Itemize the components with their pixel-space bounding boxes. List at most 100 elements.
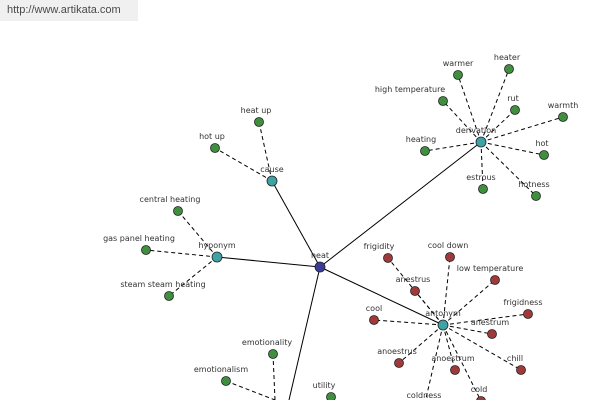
edge-derivation-rut: [480, 109, 516, 143]
node-label-gas-panel-heating: gas panel heating: [103, 234, 175, 243]
node-derivation[interactable]: [475, 136, 487, 148]
edge-derivation-heater: [480, 68, 510, 143]
node-label-coldness: coldness: [407, 391, 442, 400]
node-label-estrous: estrous: [466, 173, 495, 182]
graph-edges: [145, 68, 564, 400]
node-label-emotionality: emotionality: [242, 338, 292, 347]
node-label-warmth: warmth: [548, 101, 579, 110]
node-label-anoestrus: anoestrus: [377, 347, 417, 356]
node-anoestrus[interactable]: [394, 358, 404, 368]
node-label-antonym: antonym: [425, 309, 461, 318]
node-label-anestrum-1: anestrum: [471, 318, 510, 327]
edge-offscreen-emotionality: [272, 353, 276, 400]
node-label-hyponym: hyponym: [198, 241, 236, 250]
node-heat[interactable]: [314, 261, 326, 273]
node-steam-heating[interactable]: [164, 291, 174, 301]
node-label-emotionalism: emotionalism: [194, 365, 248, 374]
edge-derivation-warmth: [480, 116, 564, 143]
edge-antonym-anestrus-1: [414, 290, 444, 326]
edge-antonym-chill: [442, 324, 522, 371]
node-hotness[interactable]: [531, 191, 541, 201]
edge-hyponym-gas-panel-heating: [145, 249, 218, 258]
edge-derivation-heating: [424, 141, 482, 152]
node-anestrum-1[interactable]: [487, 329, 497, 339]
node-heating[interactable]: [420, 146, 430, 156]
edge-antonym-cool: [373, 319, 444, 326]
edge-cause-hot-up: [214, 147, 273, 182]
edge-antonym-coldness: [425, 324, 444, 400]
edge-heat-cause: [271, 180, 321, 268]
edge-heat-antonym: [319, 266, 444, 326]
node-label-cool-down: cool down: [428, 241, 469, 250]
node-label-derivation: derivation: [456, 126, 496, 135]
edge-derivation-hotness: [480, 141, 537, 197]
node-gas-panel-heating[interactable]: [141, 245, 151, 255]
node-utility[interactable]: [326, 392, 336, 400]
edge-heat-derivation: [319, 141, 482, 268]
node-frigidness[interactable]: [523, 309, 533, 319]
node-label-anestrus-1: anestrus: [396, 275, 431, 284]
node-label-utility: utility: [313, 381, 336, 390]
node-cool-down[interactable]: [445, 252, 455, 262]
node-label-heat: heat: [311, 251, 329, 260]
node-label-frigidity: frigidity: [364, 242, 395, 251]
node-cold[interactable]: [476, 396, 486, 400]
node-anoestrum[interactable]: [450, 365, 460, 375]
node-low-temperature[interactable]: [490, 275, 500, 285]
node-label-hotness: hotness: [518, 180, 549, 189]
node-hot[interactable]: [539, 150, 549, 160]
node-estrous[interactable]: [478, 184, 488, 194]
edge-antonym-anestrum-1: [442, 324, 493, 335]
node-warmth[interactable]: [558, 112, 568, 122]
edge-derivation-warmer: [457, 74, 482, 143]
node-label-hot: hot: [535, 139, 548, 148]
node-hyponym[interactable]: [211, 251, 223, 263]
node-label-heating: heating: [406, 135, 436, 144]
node-antonym[interactable]: [437, 319, 449, 331]
edge-hyponym-central-heating: [177, 210, 218, 258]
node-label-hot-up: hot up: [199, 132, 225, 141]
edge-cause-heat-up: [258, 121, 273, 182]
node-label-heater: heater: [494, 53, 521, 62]
node-emotionalism[interactable]: [221, 376, 231, 386]
node-label-high-temperature: high temperature: [375, 85, 445, 94]
node-warmer[interactable]: [453, 70, 463, 80]
node-frigidity[interactable]: [383, 253, 393, 263]
edge-antonym-cold: [442, 324, 482, 400]
node-anestrus-1[interactable]: [410, 286, 420, 296]
node-label-low-temperature: low temperature: [457, 264, 524, 273]
node-label-cool: cool: [366, 304, 382, 313]
node-hot-up[interactable]: [210, 143, 220, 153]
node-label-steam-heating: steam steam heating: [120, 280, 205, 289]
edge-offscreen-emotionalism: [225, 380, 276, 400]
edge-heat-offscreen: [288, 266, 321, 400]
node-rut[interactable]: [510, 105, 520, 115]
node-central-heating[interactable]: [173, 206, 183, 216]
node-cause[interactable]: [266, 175, 278, 187]
edge-hyponym-steam-heating: [168, 256, 218, 297]
node-heat-up[interactable]: [254, 117, 264, 127]
node-label-chill: chill: [507, 354, 523, 363]
edge-antonym-anoestrus: [398, 324, 444, 364]
node-heater[interactable]: [504, 64, 514, 74]
node-label-cold: cold: [471, 385, 488, 394]
edge-derivation-high-temperature: [442, 100, 482, 143]
node-label-cause: cause: [260, 165, 284, 174]
edge-derivation-estrous: [480, 141, 484, 190]
edge-derivation-hot: [480, 141, 545, 156]
node-high-temperature[interactable]: [438, 96, 448, 106]
node-chill[interactable]: [516, 365, 526, 375]
node-label-heat-up: heat up: [241, 106, 272, 115]
node-label-anoestrum: anoestrum: [431, 354, 474, 363]
node-label-warmer: warmer: [443, 59, 474, 68]
node-cool[interactable]: [369, 315, 379, 325]
source-url-banner[interactable]: http://www.artikata.com: [0, 0, 138, 21]
node-emotionality[interactable]: [268, 349, 278, 359]
graph-nodes: [141, 64, 568, 400]
edge-antonym-cool-down: [442, 256, 451, 326]
node-label-rut: rut: [507, 94, 519, 103]
edge-antonym-low-temperature: [442, 279, 496, 326]
node-label-frigidness: frigidness: [503, 298, 542, 307]
graph-labels: warmer heater high temperature rut warmth hea…: [103, 53, 578, 400]
